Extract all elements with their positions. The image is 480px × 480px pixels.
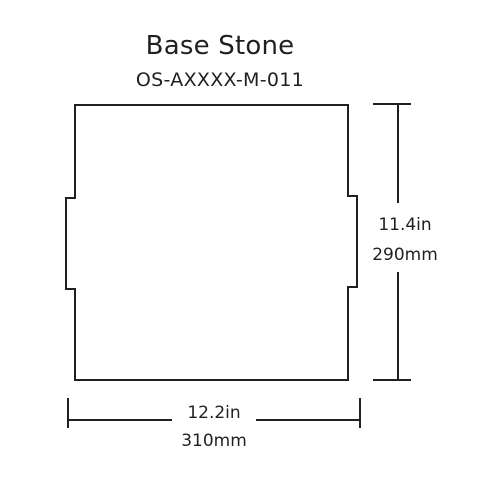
width-metric-label: 310mm (181, 431, 247, 451)
width-dimension (67, 398, 361, 428)
height-dimension (373, 103, 411, 381)
part-number: OS-AXXXX-M-011 (135, 69, 305, 91)
height-imperial-label: 11.4in (378, 215, 431, 235)
stone-outline (65, 104, 358, 381)
product-title: Base Stone (145, 31, 295, 61)
width-imperial-label: 12.2in (187, 403, 240, 423)
height-metric-label: 290mm (372, 245, 438, 265)
